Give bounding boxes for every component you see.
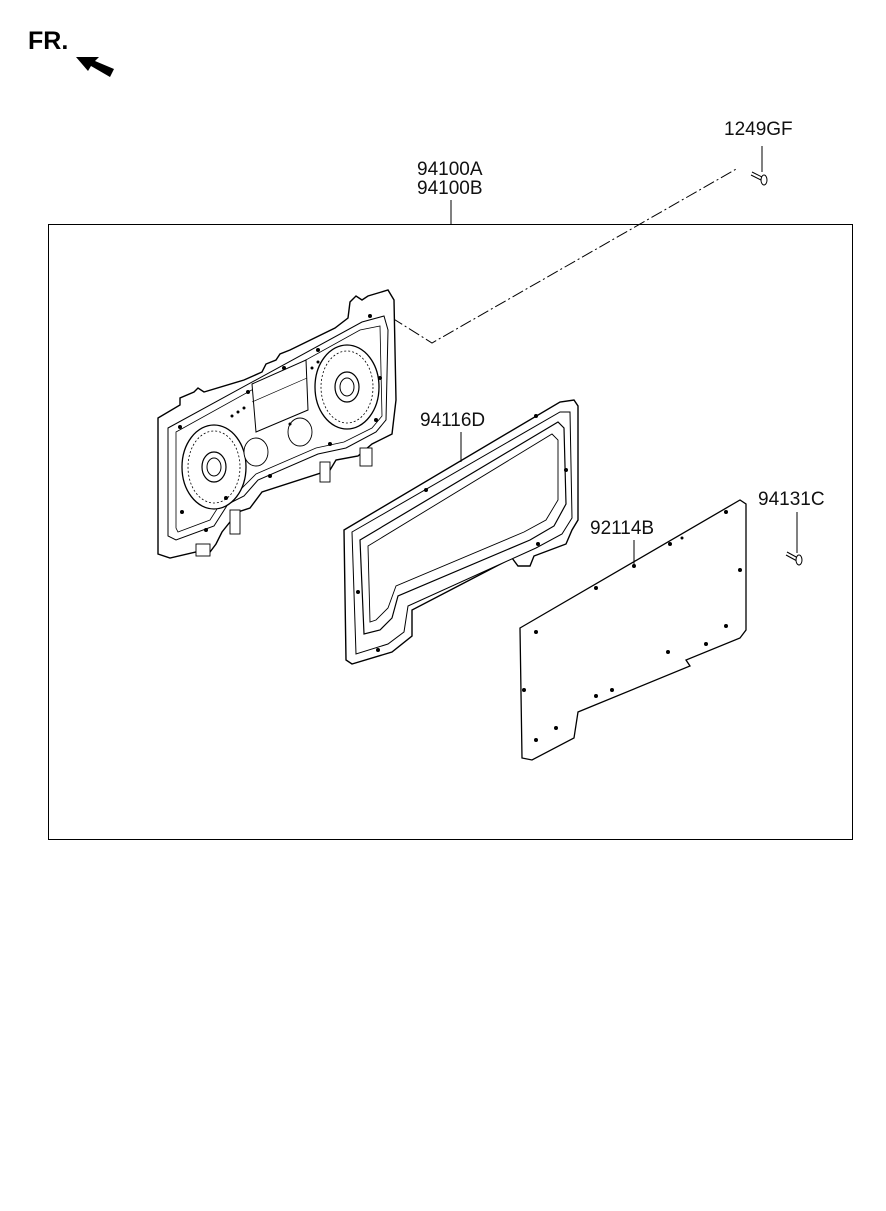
instrument-cluster-housing	[157, 289, 397, 559]
cluster-detail-marks	[178, 314, 382, 532]
gasket-detail-marks	[356, 414, 568, 652]
leader-1249gf-dashed	[391, 167, 739, 344]
callout-94100a: 94100A	[417, 159, 483, 180]
assembly-boundary-box	[48, 224, 853, 840]
callout-94116d: 94116D	[420, 410, 486, 431]
back-cover-detail-marks	[522, 510, 742, 742]
callout-1249gf: 1249GF	[724, 119, 793, 140]
screw-94131c-icon	[785, 551, 803, 566]
screw-1249gf-icon	[750, 171, 768, 186]
callout-92114b: 92114B	[590, 518, 655, 539]
callout-94131c: 94131C	[758, 489, 825, 510]
front-arrow-icon	[76, 57, 114, 77]
back-cover-92114b	[519, 499, 747, 761]
front-direction-label: FR.	[28, 27, 69, 55]
callout-94100b: 94100B	[417, 178, 483, 199]
gasket-94116d	[343, 399, 579, 665]
